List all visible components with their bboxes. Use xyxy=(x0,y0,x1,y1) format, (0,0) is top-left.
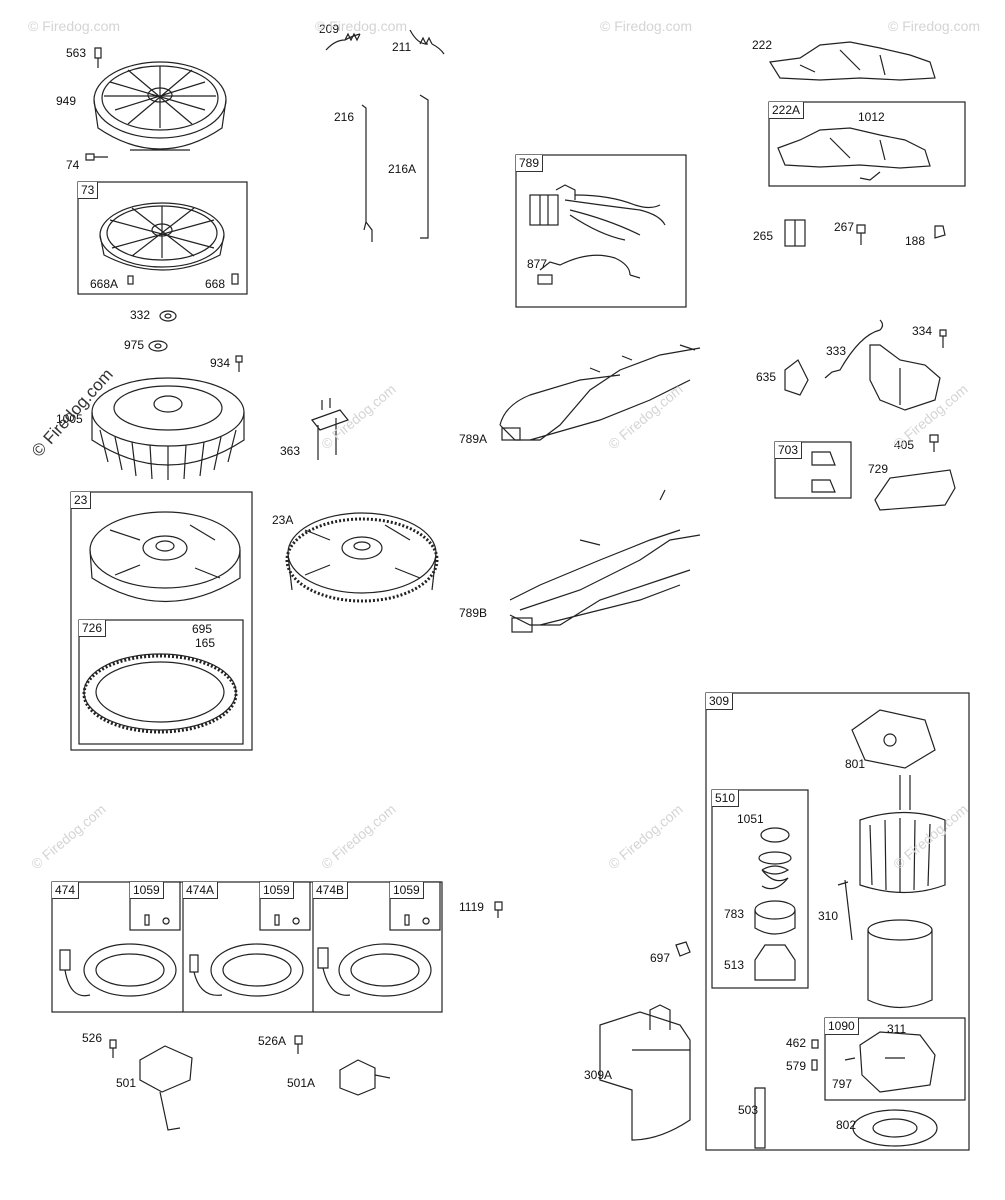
part-label-579: 579 xyxy=(786,1059,807,1073)
watermark: © Firedog.com xyxy=(28,18,121,34)
part-label-668: 668 xyxy=(205,277,226,291)
box-label-1059-a: 1059 xyxy=(130,882,164,899)
part-label-513: 513 xyxy=(724,958,745,972)
part-label-949: 949 xyxy=(56,94,77,108)
part-label-526: 526 xyxy=(82,1031,103,1045)
watermark: © Firedog.com xyxy=(600,18,693,34)
fan-drawing xyxy=(91,377,245,480)
part-label-729: 729 xyxy=(868,462,889,476)
ring-gear-drawing xyxy=(82,653,238,734)
starter-motor-309A-drawing xyxy=(599,941,691,1141)
box-label-1059-c: 1059 xyxy=(390,882,424,899)
harness-789A-drawing xyxy=(499,344,701,441)
box-label-73: 73 xyxy=(78,182,99,199)
alternator-stators-drawing xyxy=(59,943,432,997)
part-label-695: 695 xyxy=(192,622,213,636)
part-label-783: 783 xyxy=(724,907,745,921)
part-label-332: 332 xyxy=(130,308,151,322)
part-label-503: 503 xyxy=(738,1103,759,1117)
part-label-405: 405 xyxy=(894,438,915,452)
part-label-797: 797 xyxy=(832,1077,853,1091)
part-label-668A: 668A xyxy=(90,277,119,291)
box-label-23: 23 xyxy=(71,492,92,509)
part-label-501: 501 xyxy=(116,1076,137,1090)
part-label-462: 462 xyxy=(786,1036,807,1050)
flywheel-with-gear-drawing xyxy=(285,512,439,603)
part-label-222: 222 xyxy=(752,38,773,52)
watermark: © Firedog.com xyxy=(315,18,408,34)
starter-drawing xyxy=(754,709,946,1149)
starter-gear-kit-drawing xyxy=(754,827,796,981)
part-label-74: 74 xyxy=(66,158,80,172)
part-label-1051: 1051 xyxy=(737,812,764,826)
part-label-311: 311 xyxy=(887,1022,907,1036)
part-label-934: 934 xyxy=(210,356,231,370)
box-label-510: 510 xyxy=(712,790,740,807)
part-label-265: 265 xyxy=(753,229,774,243)
box-label-789: 789 xyxy=(516,155,544,172)
grille-drawing xyxy=(99,202,225,271)
part-label-363: 363 xyxy=(280,444,301,458)
part-label-216A: 216A xyxy=(388,162,417,176)
part-label-801: 801 xyxy=(845,757,866,771)
part-label-1005: 1005 xyxy=(56,412,83,426)
blower-housing-drawing xyxy=(93,61,227,151)
part-label-310: 310 xyxy=(818,909,839,923)
part-label-309A: 309A xyxy=(584,1068,613,1082)
box-label-1090: 1090 xyxy=(825,1018,859,1035)
box-label-1059-b: 1059 xyxy=(260,882,294,899)
part-label-216: 216 xyxy=(334,110,355,124)
box-label-703: 703 xyxy=(775,442,803,459)
harness-789B-drawing xyxy=(509,489,701,633)
part-label-697: 697 xyxy=(650,951,671,965)
part-label-789A: 789A xyxy=(459,432,488,446)
part-label-209: 209 xyxy=(319,22,340,36)
box-label-474: 474 xyxy=(52,882,80,899)
part-label-501A: 501A xyxy=(287,1076,316,1090)
part-label-1119: 1119 xyxy=(459,900,484,914)
part-label-877: 877 xyxy=(527,257,548,271)
watermark: © Firedog.com xyxy=(888,18,981,34)
part-label-188: 188 xyxy=(905,234,926,248)
box-label-222A: 222A xyxy=(769,102,805,119)
harness-789-drawing xyxy=(529,184,666,285)
part-label-635: 635 xyxy=(756,370,777,384)
part-label-563: 563 xyxy=(66,46,87,60)
box-label-309: 309 xyxy=(706,693,734,710)
part-label-802: 802 xyxy=(836,1118,857,1132)
part-label-1012: 1012 xyxy=(858,110,885,124)
part-label-526A: 526A xyxy=(258,1034,287,1048)
part-label-211: 211 xyxy=(392,40,412,54)
part-label-23A: 23A xyxy=(272,513,294,527)
part-label-789B: 789B xyxy=(459,606,488,620)
part-label-333: 333 xyxy=(826,344,847,358)
flywheel-drawing xyxy=(89,511,241,602)
box-label-726: 726 xyxy=(79,620,107,637)
part-label-267: 267 xyxy=(834,220,855,234)
box-label-474B: 474B xyxy=(313,882,349,899)
part-label-975: 975 xyxy=(124,338,145,352)
part-label-334: 334 xyxy=(912,324,933,338)
box-label-474A: 474A xyxy=(183,882,219,899)
part-label-165: 165 xyxy=(195,636,216,650)
